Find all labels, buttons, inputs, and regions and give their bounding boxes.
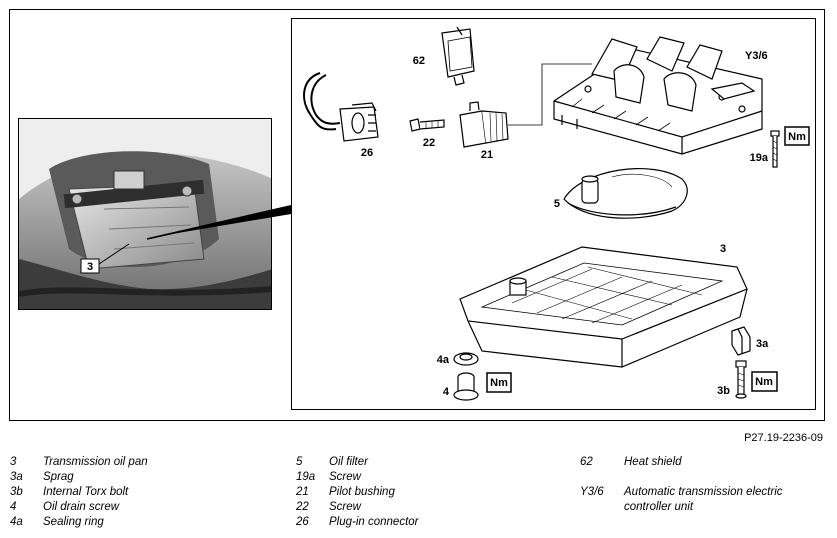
- screw-19a: [770, 130, 780, 168]
- pilot-bushing-21: [459, 101, 509, 148]
- legend-text: Internal Torx bolt: [43, 486, 129, 498]
- legend-item: 26 Plug-in connector: [296, 515, 419, 530]
- legend-text: controller unit: [624, 501, 694, 513]
- figure-id: P27.19-2236-09: [744, 432, 823, 444]
- legend-item: 62 Heat shield: [580, 455, 783, 470]
- legend-num: Y3/6: [580, 486, 604, 498]
- exploded-view-diagram: 62 Y3/6 Nm 19a: [291, 18, 816, 410]
- legend-item: 4 Oil drain screw: [10, 500, 148, 515]
- callout-4a: 4a: [437, 354, 450, 366]
- legend-text: Sprag: [43, 471, 74, 483]
- legend-text: Oil filter: [329, 456, 368, 468]
- legend-num: 3b: [10, 486, 23, 498]
- legend-text: Sealing ring: [43, 516, 104, 528]
- plug-in-connector-26: [303, 72, 379, 142]
- legend-item: 3b Internal Torx bolt: [10, 485, 148, 500]
- oil-filter-5: [563, 168, 688, 219]
- legend-item: 19a Screw: [296, 470, 419, 485]
- torx-bolt-3b: [735, 360, 747, 399]
- callout-22: 22: [423, 137, 435, 149]
- legend-item: 5 Oil filter: [296, 455, 419, 470]
- callout-19a: 19a: [750, 152, 769, 164]
- legend-num: 4a: [10, 516, 23, 528]
- torque-box-3b: [751, 371, 778, 392]
- torque-label-3b: Nm: [755, 376, 773, 388]
- transmission-oil-pan-3: [459, 246, 748, 368]
- legend-num: 4: [10, 501, 17, 513]
- legend-item: 21 Pilot bushing: [296, 485, 419, 500]
- callout-3a: 3a: [756, 338, 769, 350]
- legend-num: 19a: [296, 471, 316, 483]
- heat-shield-62: [441, 26, 475, 86]
- callout-62: 62: [413, 55, 425, 67]
- torque-label-4: Nm: [490, 377, 508, 389]
- legend-num: [580, 500, 624, 515]
- legend-text: Automatic transmission electric: [624, 486, 783, 498]
- callout-y3-6: Y3/6: [745, 50, 768, 62]
- torque-box-19a: [784, 126, 810, 146]
- legend-item: 4a Sealing ring: [10, 515, 148, 530]
- legend-num: 21: [296, 486, 309, 498]
- controller-unit-Y3-6: [553, 36, 763, 155]
- legend-num: 5: [296, 456, 303, 468]
- callout-3: 3: [720, 243, 726, 255]
- callout-5: 5: [554, 198, 560, 210]
- legend-text: Pilot bushing: [329, 486, 395, 498]
- sealing-ring-4a: [453, 352, 479, 366]
- legend-item: 3 Transmission oil pan: [10, 455, 148, 470]
- legend-num: 3a: [10, 471, 23, 483]
- legend-item: Y3/6 Automatic transmission electric: [580, 485, 783, 500]
- legend-item: 22 Screw: [296, 500, 419, 515]
- legend-num: 3: [10, 456, 17, 468]
- callout-21: 21: [481, 149, 493, 161]
- legend-text: Transmission oil pan: [43, 456, 148, 468]
- legend-num: 22: [296, 501, 309, 513]
- legend-num: 62: [580, 456, 593, 468]
- callout-3b: 3b: [717, 385, 730, 397]
- legend-item: 3a Sprag: [10, 470, 148, 485]
- torque-label-19a: Nm: [788, 131, 806, 143]
- legend-text: Oil drain screw: [43, 501, 120, 513]
- legend-text: Plug-in connector: [329, 516, 419, 528]
- screw-22: [409, 118, 445, 132]
- legend-text: Heat shield: [624, 456, 682, 468]
- leader-21-to-Y3-6: [508, 63, 592, 126]
- torque-box-4: [486, 372, 512, 393]
- legend-text: Screw: [329, 471, 361, 483]
- oil-drain-screw-4: [453, 372, 479, 401]
- vehicle-underside-photo: 3: [18, 118, 272, 310]
- callout-26: 26: [361, 147, 373, 159]
- callout-4: 4: [443, 386, 450, 398]
- photo-callout-3: 3: [87, 261, 93, 273]
- legend-num: 26: [296, 516, 309, 528]
- sprag-3a: [731, 326, 751, 356]
- legend-column-3: 62 Heat shield Y3/6 Automatic transmission…: [580, 455, 783, 515]
- legend-item: controller unit: [580, 500, 783, 515]
- legend-column-1: 3 Transmission oil pan 3a Sprag 3b Internal…: [10, 455, 148, 530]
- legend-text: Screw: [329, 501, 361, 513]
